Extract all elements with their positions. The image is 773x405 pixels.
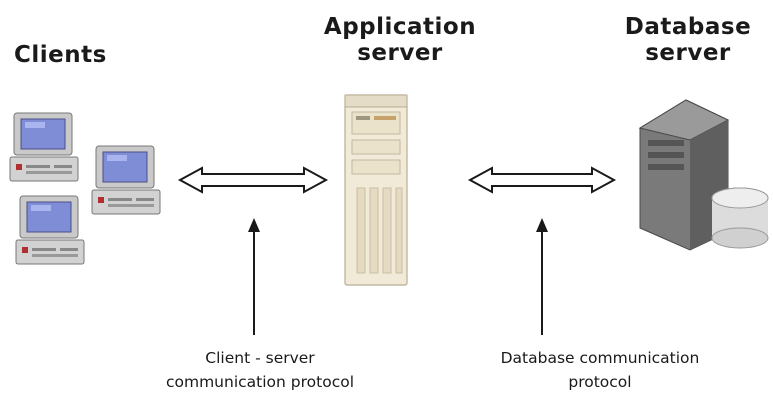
tower-server-icon xyxy=(344,94,408,286)
client-server-protocol-caption: Client - server communication protocol xyxy=(165,349,355,391)
database-protocol-caption: Database communication protocol xyxy=(500,349,700,391)
client-protocol-pointer-arrow xyxy=(248,218,260,335)
db-protocol-pointer-arrow xyxy=(536,218,548,335)
database-server-icon xyxy=(638,99,769,251)
app-db-double-arrow xyxy=(467,166,617,194)
client-app-double-arrow xyxy=(177,166,329,194)
clients-icon xyxy=(9,112,161,265)
database-server-heading: Database server xyxy=(624,14,752,66)
clients-heading: Clients xyxy=(14,42,107,68)
application-server-heading: Application server xyxy=(323,14,477,66)
